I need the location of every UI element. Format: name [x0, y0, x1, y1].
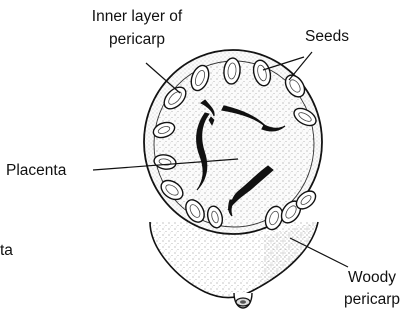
- label-inner-layer-line2: pericarp: [52, 30, 222, 49]
- label-placenta: Placenta: [6, 161, 66, 180]
- label-seeds: Seeds: [305, 27, 349, 46]
- label-woody-line1: Woody: [330, 268, 414, 287]
- label-woody-line2: pericarp: [330, 290, 414, 309]
- label-cropped-fragment: ta: [0, 241, 13, 260]
- leader-seeds-1: [289, 52, 312, 80]
- stalk-end: [234, 293, 252, 308]
- label-inner-layer-line1: Inner layer of: [52, 7, 222, 26]
